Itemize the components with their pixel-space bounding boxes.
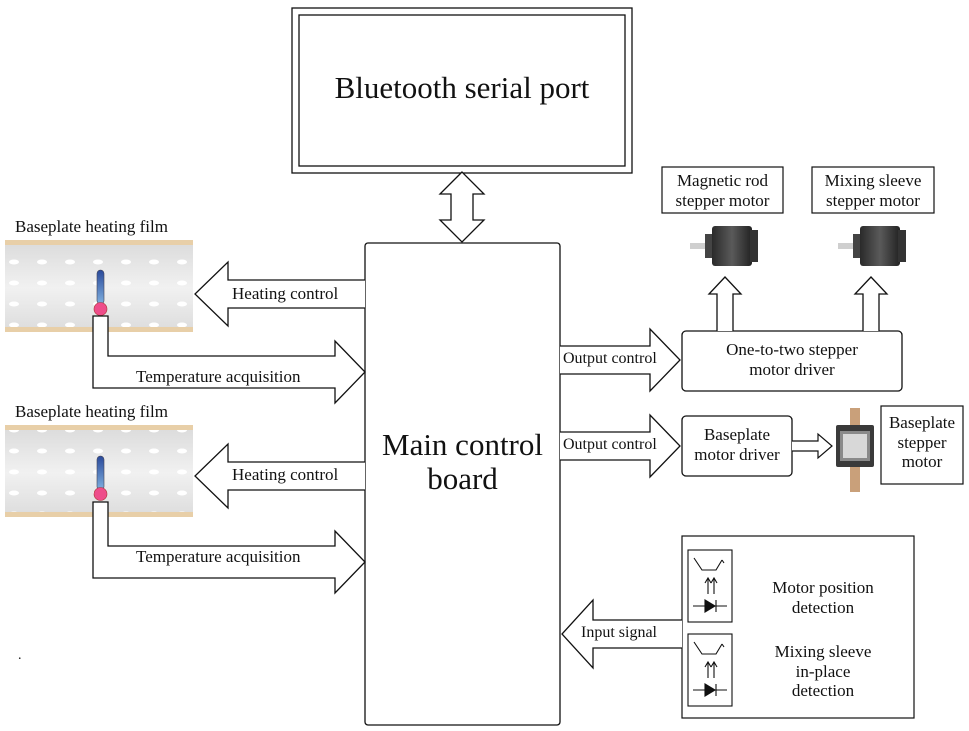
baseplate-driver-line1: Baseplate [703, 425, 771, 444]
mixing-sleeve-line1: Mixing sleeve [824, 171, 922, 190]
temperature-acquisition-label: Temperature acquisition [136, 367, 301, 386]
baseplate-motor-line2: stepper [897, 432, 947, 452]
up-arrow-mixing-sleeve [853, 276, 889, 331]
sensor-panel-box [681, 535, 915, 719]
output-control-label: Output control [563, 436, 657, 453]
mixing-sleeve-line2: stepper motor [826, 190, 920, 210]
one-to-two-driver-label: One-to-two stepper motor driver [682, 340, 902, 379]
input-signal-label: Input signal [581, 624, 657, 641]
bluetooth-label: Bluetooth serial port [334, 70, 590, 105]
heating-control-arrow-2 [194, 442, 365, 510]
stepper-motor-icon [690, 226, 758, 266]
sensor-2-line3: detection [791, 681, 855, 701]
main-board-label: Main control board [365, 427, 560, 497]
heating-film-title: Baseplate heating film [15, 217, 168, 236]
mixing-sleeve-motor-label: Mixing sleeve stepper motor [812, 171, 934, 210]
temperature-acquisition-arrow-1 [92, 315, 366, 405]
sensor-2-line1: Mixing sleeve [774, 642, 872, 661]
sensor-label-motor-position: Motor position detection [738, 578, 908, 617]
baseplate-driver-label: Baseplate motor driver [682, 425, 792, 464]
output-control-label: Output control [563, 350, 657, 367]
one-to-two-driver-line2: motor driver [749, 359, 835, 379]
temperature-acquisition-label: Temperature acquisition [136, 547, 301, 566]
magnetic-rod-label-box [661, 166, 784, 214]
heating-film-title: Baseplate heating film [15, 402, 168, 421]
stray-dot: . [18, 648, 22, 663]
photo-sensor-icon [687, 633, 733, 707]
baseplate-motor-label: Baseplate stepper motor [881, 413, 963, 472]
bluetooth-box [291, 7, 633, 174]
thermometer-icon [93, 455, 108, 501]
baseplate-motor-line1: Baseplate [888, 413, 956, 432]
up-arrow-magnetic-rod [707, 276, 743, 331]
main-board-line2: board [427, 461, 498, 497]
driver-to-motor-arrow [792, 432, 833, 460]
one-to-two-driver-box [681, 330, 903, 392]
one-to-two-driver-line1: One-to-two stepper [726, 340, 858, 359]
main-board-line1: Main control [382, 427, 543, 462]
stepper-motor-icon [838, 226, 906, 266]
magnetic-rod-line1: Magnetic rod [676, 171, 769, 190]
heating-control-label: Heating control [232, 284, 339, 303]
magnetic-rod-line2: stepper motor [675, 190, 770, 210]
baseplate-driver-line2: motor driver [694, 444, 780, 464]
input-signal-arrow [561, 598, 682, 670]
output-control-arrow-2 [560, 413, 681, 479]
thermometer-icon [93, 269, 108, 316]
heating-control-label: Heating control [232, 465, 339, 484]
mixing-sleeve-label-box [811, 166, 935, 214]
sensor-1-line2: detection [791, 597, 855, 617]
linear-stepper-motor-icon [836, 408, 874, 492]
sensor-1-line1: Motor position [772, 578, 874, 597]
bluetooth-bidirectional-arrow [438, 171, 486, 243]
baseplate-motor-line3: motor [901, 452, 943, 472]
sensor-2-line2: in-place [795, 661, 851, 681]
magnetic-rod-motor-label: Magnetic rod stepper motor [662, 171, 783, 210]
temperature-acquisition-arrow-2 [92, 501, 366, 595]
baseplate-motor-label-box [880, 405, 964, 485]
sensor-label-mixing-sleeve: Mixing sleeve in-place detection [738, 642, 908, 701]
output-control-arrow-1 [560, 327, 681, 393]
heating-control-arrow-1 [194, 260, 365, 328]
photo-sensor-icon [687, 549, 733, 623]
